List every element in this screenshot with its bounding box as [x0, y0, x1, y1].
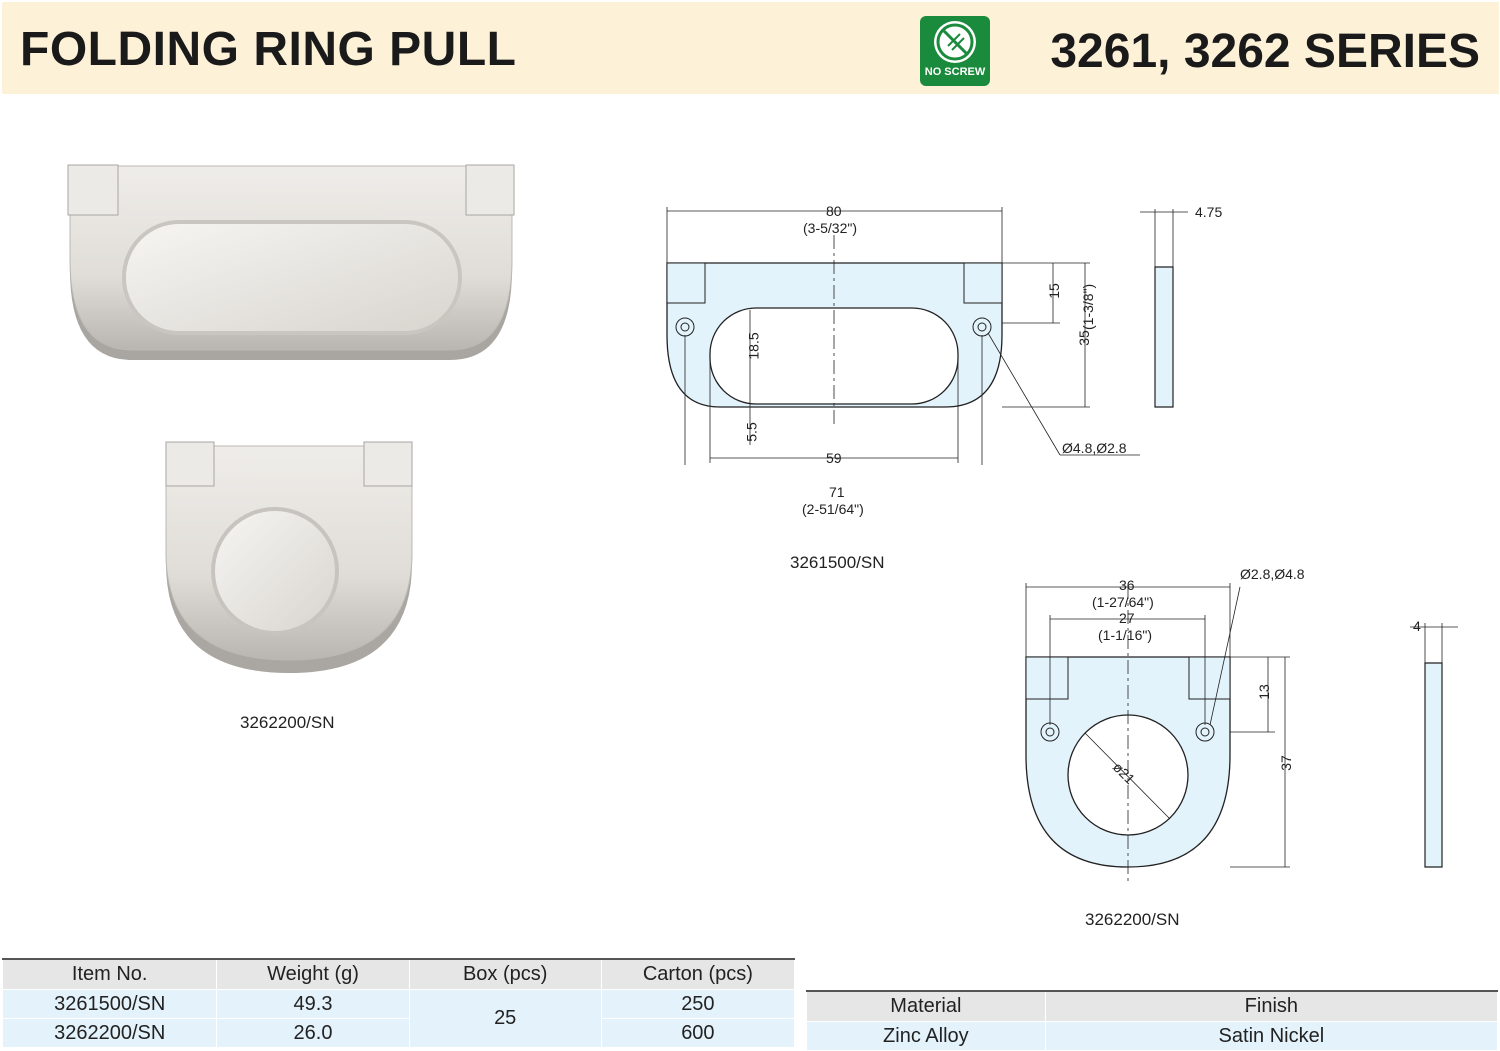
photo-3261500	[67, 164, 515, 360]
no-screw-badge: NO SCREW	[920, 16, 990, 86]
dim2-width-mm: 36	[1119, 577, 1135, 593]
dim-slot-height: 18.5	[745, 332, 762, 360]
material-table: Material Finish Zinc Alloy Satin Nickel	[806, 990, 1499, 1051]
dim2-hole-span-mm: 27	[1119, 610, 1135, 626]
dim2-height: 37	[1277, 755, 1294, 771]
drawing-3261500	[666, 207, 1188, 465]
dim-width-mm: 80	[826, 203, 842, 219]
cell-box: 25	[408, 989, 602, 1048]
dim2-holes: Ø2.8,Ø4.8	[1240, 566, 1305, 582]
photo-caption: 3262200/SN	[240, 713, 335, 732]
dim-holes: Ø4.8,Ø2.8	[1062, 440, 1127, 456]
dim2-tab-height: 13	[1255, 684, 1272, 700]
cell-material: Zinc Alloy	[806, 1021, 1046, 1051]
col-item: Item No.	[1, 958, 218, 990]
dim-height-in: (1-3/8")	[1080, 283, 1096, 330]
dim2-width-in: (1-27/64")	[1092, 594, 1154, 610]
series-title: 3261, 3262 SERIES	[1050, 25, 1480, 78]
col-material: Material	[806, 990, 1046, 1022]
dim-slot-offset: 5.5	[743, 422, 760, 442]
dim-height-mm: 35	[1075, 330, 1092, 346]
col-carton: Carton (pcs)	[600, 958, 796, 990]
header-bar	[2, 2, 1499, 94]
dim-hole-span-in: (2-51/64")	[802, 501, 864, 517]
drawing-3262200	[1025, 583, 1458, 885]
dim-hole-span-mm: 71	[829, 484, 845, 500]
col-box: Box (pcs)	[408, 958, 602, 990]
drawing-caption-3261500: 3261500/SN	[790, 553, 885, 572]
dim-tab-height: 15	[1045, 283, 1062, 299]
badge-label: NO SCREW	[924, 66, 986, 78]
dim-width-in: (3-5/32")	[803, 220, 857, 236]
table-row: 3261500/SN 49.3 25 250	[1, 989, 796, 1048]
cell-carton: 250	[600, 989, 796, 1019]
drawing-caption-3262200: 3262200/SN	[1085, 910, 1180, 929]
cell-item: 3262200/SN	[1, 1018, 218, 1048]
table-row: Zinc Alloy Satin Nickel	[806, 1021, 1499, 1051]
item-table: Item No. Weight (g) Box (pcs) Carton (pc…	[1, 958, 796, 1048]
photo-3262200	[165, 441, 413, 673]
cell-weight: 26.0	[216, 1018, 410, 1048]
dim2-thickness: 4	[1413, 618, 1421, 634]
col-weight: Weight (g)	[216, 958, 410, 990]
dim-slot-length: 59	[826, 450, 842, 466]
dim-thickness: 4.75	[1195, 204, 1223, 220]
no-screw-icon	[934, 21, 976, 63]
cell-weight: 49.3	[216, 989, 410, 1019]
col-finish: Finish	[1044, 990, 1499, 1022]
cell-carton: 600	[600, 1018, 796, 1048]
cell-finish: Satin Nickel	[1044, 1021, 1499, 1051]
cell-item: 3261500/SN	[1, 989, 218, 1019]
page-title: FOLDING RING PULL	[20, 23, 517, 76]
dim2-hole-span-in: (1-1/16")	[1098, 627, 1152, 643]
table-row: 3262200/SN 26.0 600	[1, 1018, 796, 1048]
